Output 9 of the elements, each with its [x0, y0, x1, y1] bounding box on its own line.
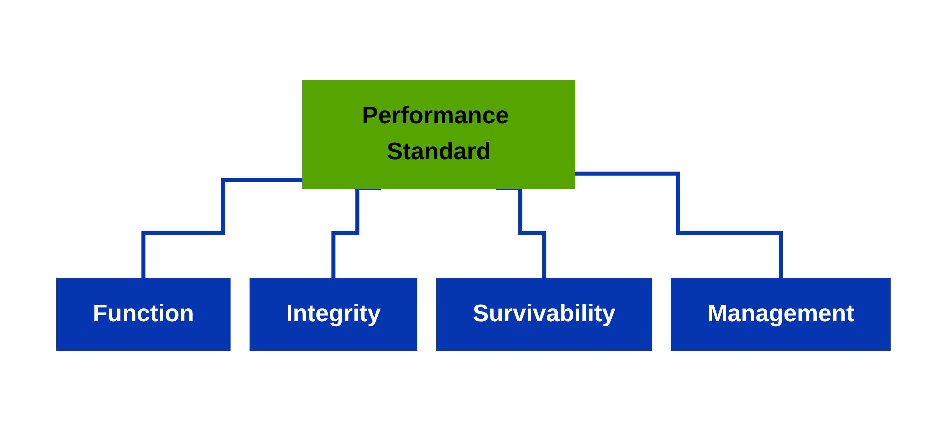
node-box: Performance Standard	[302, 80, 576, 189]
node-box: Survivability	[436, 278, 652, 351]
connector	[141, 178, 303, 280]
node-box: Management	[671, 278, 891, 351]
node-box: Function	[56, 278, 231, 351]
connector	[496, 186, 546, 280]
connector	[574, 172, 783, 280]
node-box: Integrity	[250, 278, 418, 351]
connector	[331, 186, 382, 280]
